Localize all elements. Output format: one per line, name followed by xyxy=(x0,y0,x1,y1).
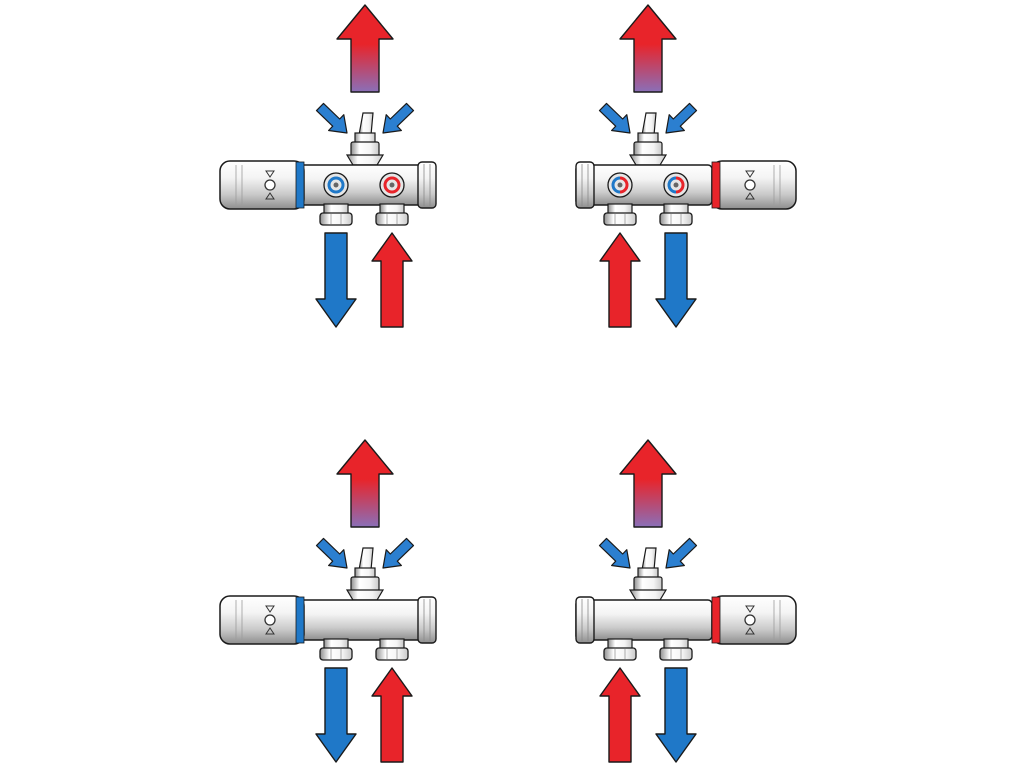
valve-body xyxy=(575,164,713,206)
color-band xyxy=(711,161,721,209)
inlet-arrow-right xyxy=(382,102,415,134)
bottom-port-2 xyxy=(659,203,693,226)
valve-panel-top-left xyxy=(219,4,437,328)
triangle-circle-triangle-icon xyxy=(264,170,276,200)
bottom-port-1 xyxy=(319,203,353,226)
triangle-circle-triangle-icon xyxy=(264,605,276,635)
valve-body xyxy=(299,164,436,206)
flow-arrow-down-blue xyxy=(315,232,357,328)
port-indicator-mixed xyxy=(607,172,633,198)
end-nut xyxy=(575,161,595,209)
valve-panel-bottom-left xyxy=(219,439,437,763)
end-nut xyxy=(575,596,595,644)
valve-spindle xyxy=(345,547,385,601)
bottom-port-1 xyxy=(319,638,353,661)
flow-arrow-down-blue xyxy=(655,232,697,328)
outlet-arrow-up xyxy=(336,4,394,93)
inlet-arrow-left xyxy=(315,102,348,134)
color-band xyxy=(295,596,305,644)
thermostatic-head xyxy=(219,160,305,210)
inlet-arrow-left xyxy=(315,537,348,569)
end-nut xyxy=(417,161,437,209)
valve-body xyxy=(299,599,436,641)
outlet-arrow-up xyxy=(619,439,677,528)
valve-spindle xyxy=(628,112,668,166)
valve-spindle xyxy=(345,112,385,166)
flow-arrow-down-blue xyxy=(655,667,697,763)
bottom-port-1 xyxy=(603,638,637,661)
valve-panel-bottom-right xyxy=(575,439,797,763)
valve-panel-top-right xyxy=(575,4,797,328)
color-band xyxy=(711,596,721,644)
flow-arrow-up-red xyxy=(599,232,641,328)
color-band xyxy=(295,161,305,209)
port-indicator-mixed xyxy=(663,172,689,198)
flow-arrow-up-red xyxy=(371,232,413,328)
flow-arrow-up-red xyxy=(599,667,641,763)
bottom-port-2 xyxy=(375,203,409,226)
inlet-arrow-right xyxy=(665,537,698,569)
inlet-arrow-left xyxy=(598,102,631,134)
bottom-port-2 xyxy=(659,638,693,661)
outlet-arrow-up xyxy=(619,4,677,93)
flow-arrow-down-blue xyxy=(315,667,357,763)
valve-spindle xyxy=(628,547,668,601)
port-indicator-blue xyxy=(323,172,349,198)
flow-arrow-up-red xyxy=(371,667,413,763)
inlet-arrow-right xyxy=(665,102,698,134)
valve-body xyxy=(575,599,713,641)
inlet-arrow-right xyxy=(382,537,415,569)
bottom-port-2 xyxy=(375,638,409,661)
bottom-port-1 xyxy=(603,203,637,226)
thermostatic-head xyxy=(711,160,797,210)
triangle-circle-triangle-icon xyxy=(744,605,756,635)
outlet-arrow-up xyxy=(336,439,394,528)
thermostatic-head xyxy=(219,595,305,645)
triangle-circle-triangle-icon xyxy=(744,170,756,200)
port-indicator-red xyxy=(379,172,405,198)
end-nut xyxy=(417,596,437,644)
inlet-arrow-left xyxy=(598,537,631,569)
thermostatic-head xyxy=(711,595,797,645)
